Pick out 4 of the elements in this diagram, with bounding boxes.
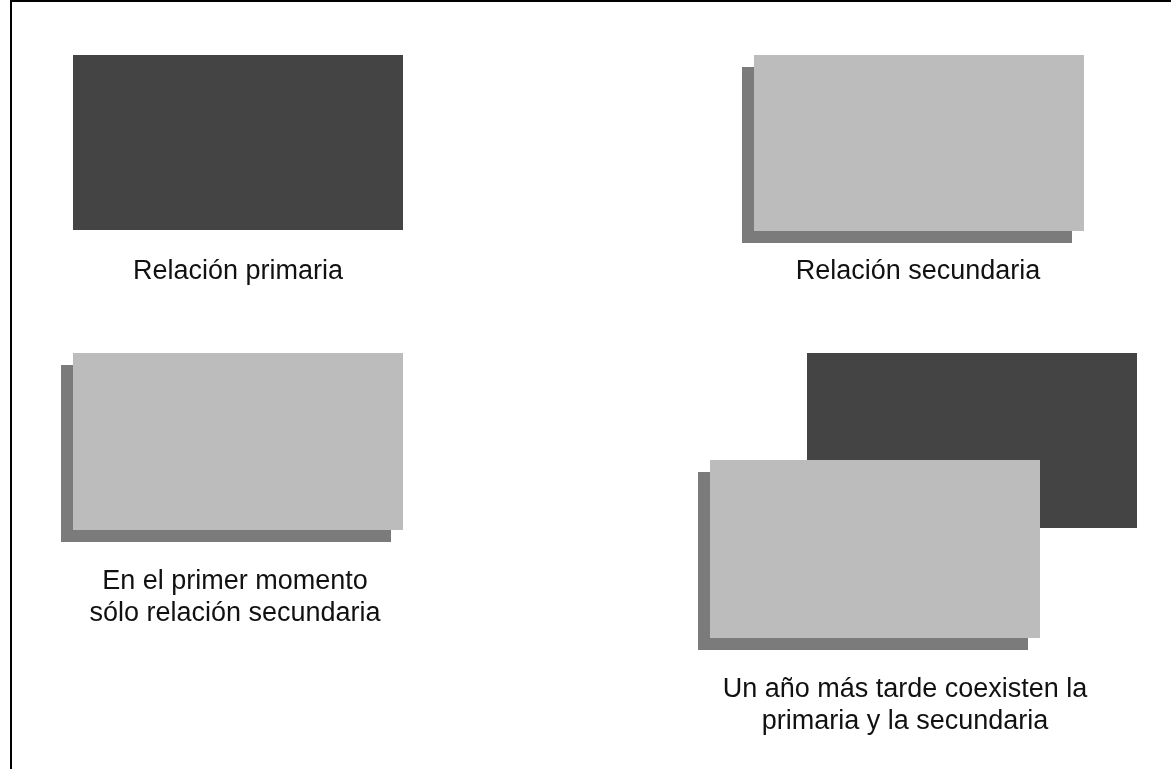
node-label: Un año más tarde coexisten la primaria y la secundaria xyxy=(721,672,1089,736)
node-label: En el primer momento sólo relación secundaria xyxy=(88,564,382,628)
node-label: Relación secundaria xyxy=(794,254,1042,286)
node-label: Relación primaria xyxy=(131,254,345,286)
